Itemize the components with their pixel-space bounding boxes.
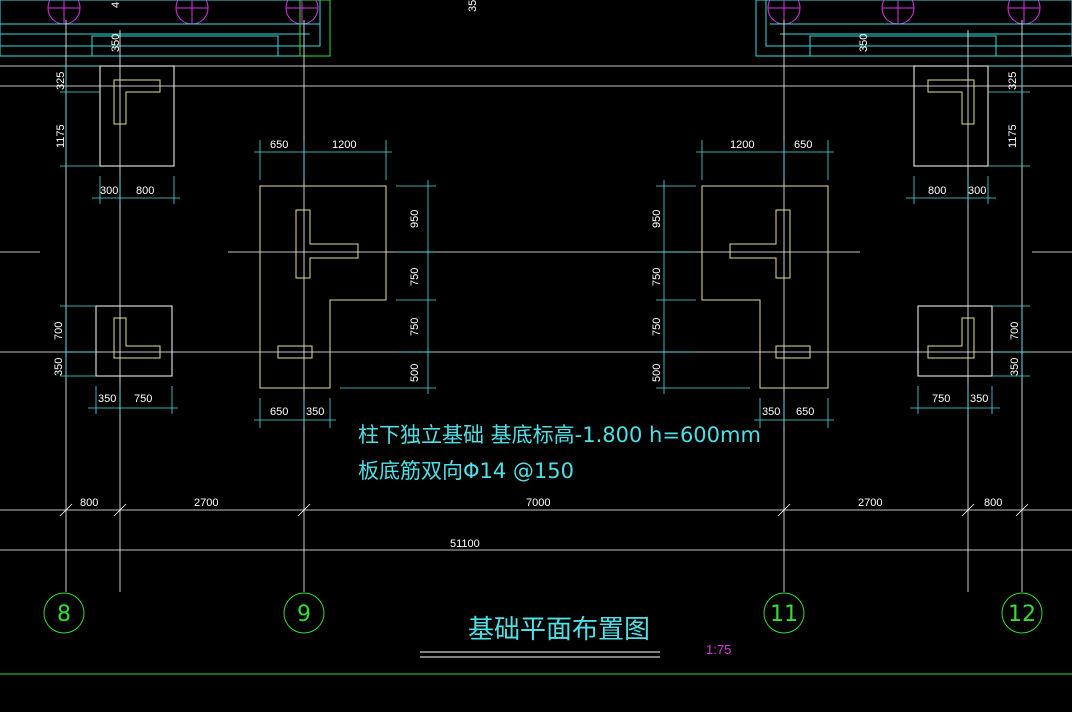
- t-column: [729, 209, 791, 279]
- dim-350-top-left: 350: [110, 34, 122, 52]
- dim-750a: 750: [651, 268, 663, 286]
- dim-500: 500: [651, 364, 663, 382]
- dim-350-bottom: 350: [306, 406, 324, 418]
- axis-dim-total: 51100: [450, 538, 480, 550]
- dim-650-bottom: 650: [796, 406, 814, 418]
- dim-325: 325: [1007, 72, 1019, 90]
- axis-dim-2700-left: 2700: [194, 497, 218, 509]
- dim-750b: 750: [409, 318, 421, 336]
- dim-350-bottom: 350: [970, 393, 988, 405]
- axis-bubble-12: [1001, 592, 1043, 634]
- dim-650-top: 650: [794, 139, 812, 151]
- dim-350-bottom: 350: [98, 393, 116, 405]
- dim-300: 300: [968, 185, 986, 197]
- footing-small-top-left: 325 1175 300 800: [55, 65, 180, 204]
- dim-1175: 1175: [55, 124, 67, 148]
- l-column: [927, 79, 975, 125]
- dim-325: 325: [55, 72, 67, 90]
- l-column: [927, 317, 975, 359]
- axis-dim-2700-right: 2700: [858, 497, 882, 509]
- axis-dim-7000: 7000: [526, 497, 550, 509]
- dim-700: 700: [1009, 322, 1021, 340]
- rect-column: [277, 345, 313, 359]
- footing-small-bottom-left: 700 350 350 750: [53, 305, 178, 414]
- footing-combined-right: 1200 650 950 750 750 500 350 650: [651, 139, 834, 428]
- rect-column: [775, 345, 811, 359]
- dim-650-bottom: 650: [270, 406, 288, 418]
- dim-4-top: 4: [110, 2, 122, 8]
- drawing-title-block: 基础平面布置图 1:75: [420, 615, 731, 658]
- axis-dim-800-left: 800: [80, 497, 98, 509]
- dim-800: 800: [928, 185, 946, 197]
- foundation-notes: 柱下独立基础 基底标高-1.800 h=600mm 板底筋双向Φ14 @150: [358, 423, 761, 483]
- axis-label-9: 9: [297, 602, 311, 627]
- dim-350-top-right: 350: [858, 34, 870, 52]
- dim-950: 950: [651, 210, 663, 228]
- dim-800: 800: [136, 185, 154, 197]
- dim-650-top: 650: [270, 139, 288, 151]
- axis-bubbles: 8 9 11 12: [43, 592, 1043, 634]
- dim-750a: 750: [409, 268, 421, 286]
- footing-combined-left: 650 1200 950 750 750 500 650 350: [254, 139, 436, 428]
- dim-1200-top: 1200: [730, 139, 754, 151]
- drawing-scale: 1:75: [706, 642, 731, 657]
- l-column: [113, 79, 161, 125]
- dim-350-bottom: 350: [762, 406, 780, 418]
- note-line-2: 板底筋双向Φ14 @150: [358, 459, 574, 483]
- axis-bubble-9: [283, 592, 325, 634]
- axis-bubble-8: [43, 592, 85, 634]
- dim-750b: 750: [651, 318, 663, 336]
- dim-1175: 1175: [1007, 124, 1019, 148]
- dim-700: 700: [53, 322, 65, 340]
- dim-300: 300: [100, 185, 118, 197]
- l-column: [113, 317, 161, 359]
- top-right-structure: 350: [755, 0, 1072, 57]
- axis-bubble-11: [763, 592, 805, 634]
- drawing-title: 基础平面布置图: [468, 615, 650, 645]
- axis-dim-800-right: 800: [984, 497, 1002, 509]
- dim-500: 500: [409, 364, 421, 382]
- axis-label-8: 8: [57, 602, 71, 627]
- t-column: [295, 209, 359, 279]
- dim-350-top-center: 350: [467, 0, 479, 12]
- axis-label-12: 12: [1008, 602, 1036, 627]
- top-left-structure: 350 4: [0, 0, 331, 57]
- dim-750-bottom: 750: [134, 393, 152, 405]
- dim-350: 350: [53, 358, 65, 376]
- note-line-1: 柱下独立基础 基底标高-1.800 h=600mm: [358, 423, 761, 447]
- dim-950: 950: [409, 210, 421, 228]
- axis-label-11: 11: [770, 602, 798, 627]
- dim-350: 350: [1009, 358, 1021, 376]
- dim-1200-top: 1200: [332, 139, 356, 151]
- footing-small-top-right: 325 1175 800 300: [906, 65, 1030, 204]
- footing-small-bottom-right: 700 350 750 350: [910, 305, 1030, 414]
- dim-750-bottom: 750: [932, 393, 950, 405]
- axis-dimension-row: 800 2700 7000 2700 800 51100: [59, 497, 1029, 550]
